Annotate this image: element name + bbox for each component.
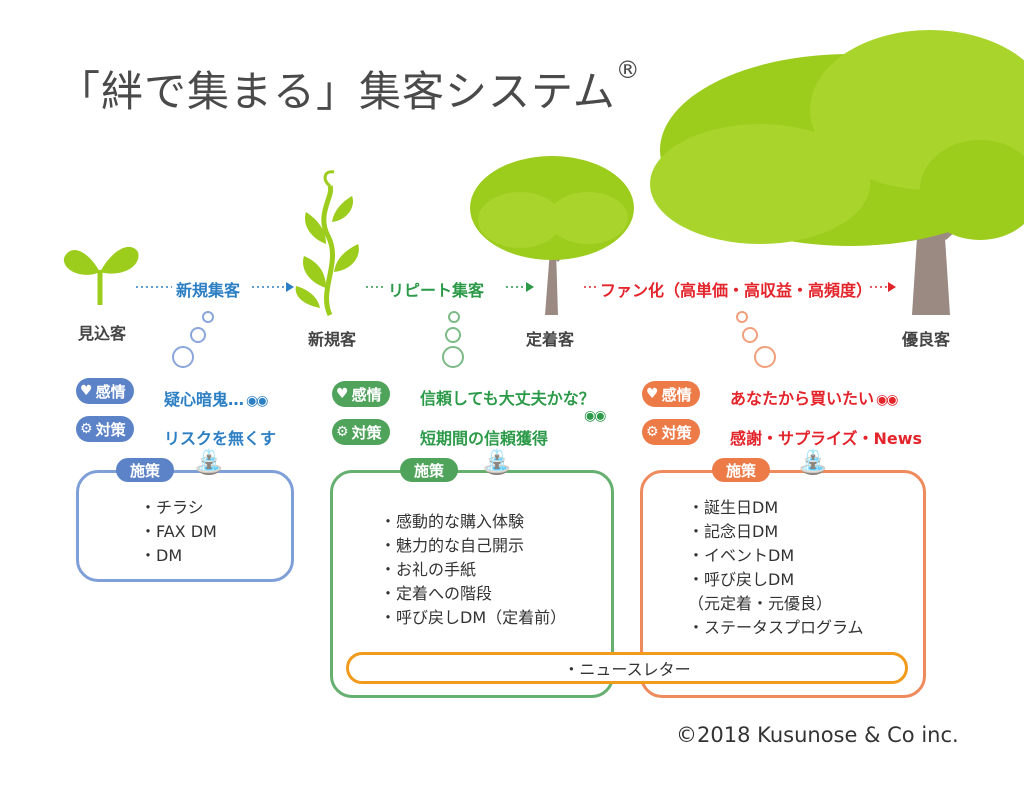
heart-icon: ♥	[646, 386, 659, 402]
list-item: ・チラシ	[140, 498, 204, 517]
arrow-label-new-acquisition: 新規集客	[176, 281, 241, 300]
big-tree-icon	[650, 30, 1024, 315]
sprout-icon	[63, 246, 139, 305]
bubble-large	[442, 346, 464, 368]
list-item: ・魅力的な自己開示	[380, 536, 525, 555]
list-item: ・呼び戻しDM	[688, 570, 795, 589]
emotion-text: 信頼しても大丈夫かな？	[420, 389, 595, 408]
gear-icon: ⚙	[646, 424, 659, 440]
watering-can-icon: ⛲	[482, 448, 512, 476]
measure-text: リスクを無くす	[164, 429, 277, 448]
bubble-large	[172, 346, 194, 368]
list-item: ・お礼の手紙	[380, 560, 477, 579]
measure-text: 短期間の信頼獲得	[420, 429, 549, 448]
action-tab: 施策	[712, 458, 771, 482]
list-item: ・FAX DM	[140, 522, 217, 541]
action-tab: 施策	[116, 458, 175, 482]
stage-label-prospect: 見込客	[78, 324, 127, 343]
bubble-small	[736, 311, 748, 323]
action-list: ・感動的な購入体験 ・魅力的な自己開示 ・お礼の手紙 ・定着への階段 ・呼び戻し…	[380, 510, 566, 630]
stage-label-new: 新規客	[308, 330, 357, 349]
list-item: ・定着への階段	[380, 584, 493, 603]
copyright-text: ©2018 Kusunose & Co inc.	[676, 723, 959, 747]
bubble-small	[202, 311, 214, 323]
arrow-label-fan: ファン化（高単価・高収益・高頻度）	[600, 281, 873, 300]
bubble-medium	[742, 327, 758, 343]
eyes-icon: ◉◉	[246, 393, 268, 409]
gear-icon: ⚙	[80, 421, 93, 437]
list-item: ・感動的な購入体験	[380, 512, 525, 531]
bubble-medium	[445, 327, 461, 343]
action-list: ・チラシ ・FAX DM ・DM	[140, 496, 217, 568]
bubble-large	[754, 346, 776, 368]
list-item: ・イベントDM	[688, 546, 795, 565]
measure-pill: ⚙対策	[642, 419, 700, 445]
emotion-text: 疑心暗鬼…◉◉	[164, 390, 268, 409]
list-item: ・呼び戻しDM（定着前）	[380, 608, 567, 627]
arrow-3	[584, 282, 896, 292]
heart-icon: ♥	[336, 386, 349, 402]
action-list: ・誕生日DM ・記念日DM ・イベントDM ・呼び戻しDM （元定着・元優良） …	[688, 496, 864, 640]
list-item: （元定着・元優良）	[688, 594, 833, 613]
registered-mark: ®	[615, 56, 641, 84]
small-tree-icon	[470, 156, 634, 315]
stage-label-premium: 優良客	[902, 330, 951, 349]
emotion-text: あなたから買いたい◉◉	[730, 389, 898, 408]
arrow-label-repeat: リピート集客	[388, 281, 485, 300]
arrow-1	[136, 282, 294, 292]
action-tab: 施策	[400, 458, 459, 482]
list-item: ・DM	[140, 546, 183, 565]
gear-icon: ⚙	[336, 424, 349, 440]
eyes-icon: ◉◉	[584, 408, 606, 424]
watering-can-icon: ⛲	[194, 448, 224, 476]
measure-text: 感謝・サプライズ・News	[730, 429, 923, 448]
action-box-prospect	[76, 470, 294, 582]
page-title: 「絆で集まる」集客システム®	[58, 56, 641, 116]
list-item: ・誕生日DM	[688, 498, 779, 517]
bubble-small	[448, 311, 460, 323]
list-item: ・記念日DM	[688, 522, 779, 541]
heart-icon: ♥	[80, 383, 93, 399]
vine-icon	[295, 170, 359, 317]
bubble-medium	[190, 327, 206, 343]
emotion-pill: ♥感情	[76, 378, 134, 404]
measure-pill: ⚙対策	[76, 416, 134, 442]
watering-can-icon: ⛲	[798, 448, 828, 476]
measure-pill: ⚙対策	[332, 419, 390, 445]
eyes-icon: ◉◉	[876, 392, 898, 408]
emotion-pill: ♥感情	[642, 381, 700, 407]
emotion-pill: ♥感情	[332, 381, 390, 407]
stage-label-regular: 定着客	[526, 330, 575, 349]
newsletter-bar: ・ニュースレター	[346, 652, 908, 684]
arrow-2	[366, 282, 534, 292]
list-item: ・ステータスプログラム	[688, 618, 864, 637]
